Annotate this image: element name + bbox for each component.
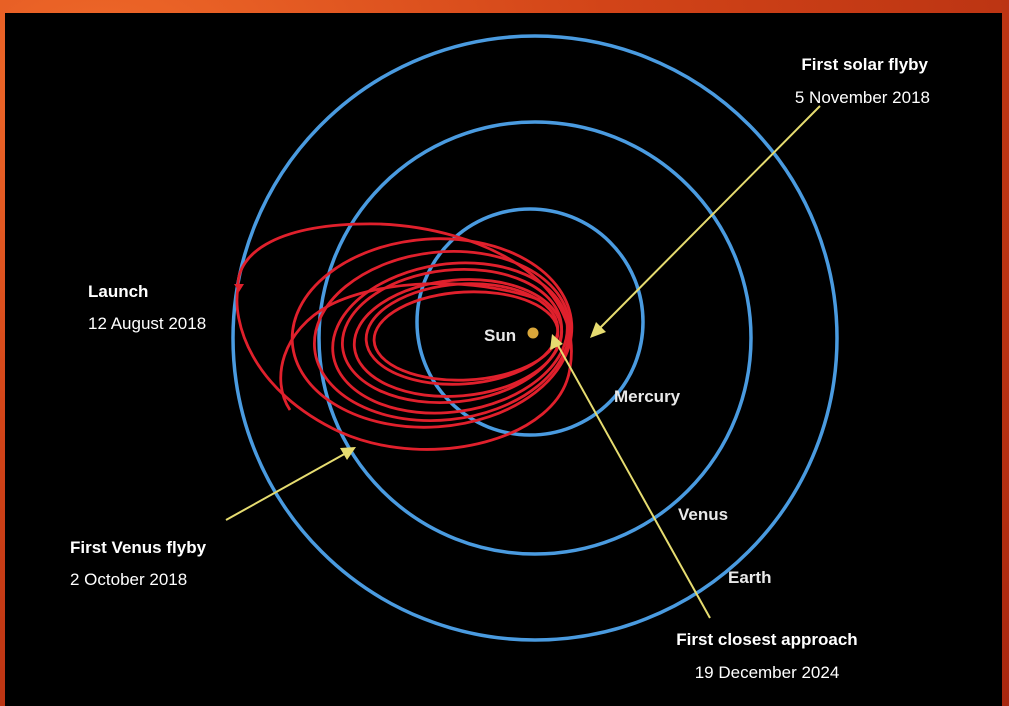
venus-label: Venus <box>678 505 728 524</box>
trajectory-loop-7 <box>372 290 560 382</box>
solar-flyby-arrow-line <box>597 105 821 331</box>
closest-approach-date: 19 December 2024 <box>695 663 840 682</box>
trajectory-loop-5 <box>352 278 564 398</box>
trajectory-loop-2 <box>312 249 572 423</box>
closest-approach-title: First closest approach <box>676 630 857 649</box>
launch-marker <box>234 284 244 292</box>
sun-dot <box>527 327 539 339</box>
venus-flyby-date: 2 October 2018 <box>70 570 187 589</box>
venus-flyby-arrowhead <box>340 447 356 460</box>
mercury-orbit <box>415 207 645 437</box>
probe-trajectory <box>235 222 574 451</box>
trajectory-loop-3 <box>331 261 569 415</box>
trajectory-tail <box>279 282 541 411</box>
mercury-label: Mercury <box>614 387 681 406</box>
solar-flyby-title: First solar flyby <box>801 55 928 74</box>
closest-approach-arrowhead <box>550 334 563 350</box>
venus-orbit <box>317 120 753 556</box>
launch-date: 12 August 2018 <box>88 314 206 333</box>
earth-label: Earth <box>728 568 771 587</box>
planet-orbits <box>231 34 839 642</box>
launch-title: Launch <box>88 282 148 301</box>
closest-approach-arrow-line <box>555 341 711 619</box>
sun-label: Sun <box>484 326 516 345</box>
annotation-arrowheads <box>340 322 606 460</box>
venus-flyby-title: First Venus flyby <box>70 538 207 557</box>
earth-orbit <box>231 34 839 642</box>
solar-flyby-arrowhead <box>590 322 606 338</box>
trajectory-loop-1 <box>290 237 574 429</box>
annotation-arrows <box>225 105 821 619</box>
solar-flyby-date: 5 November 2018 <box>795 88 930 107</box>
venus-flyby-arrow-line <box>225 451 349 521</box>
